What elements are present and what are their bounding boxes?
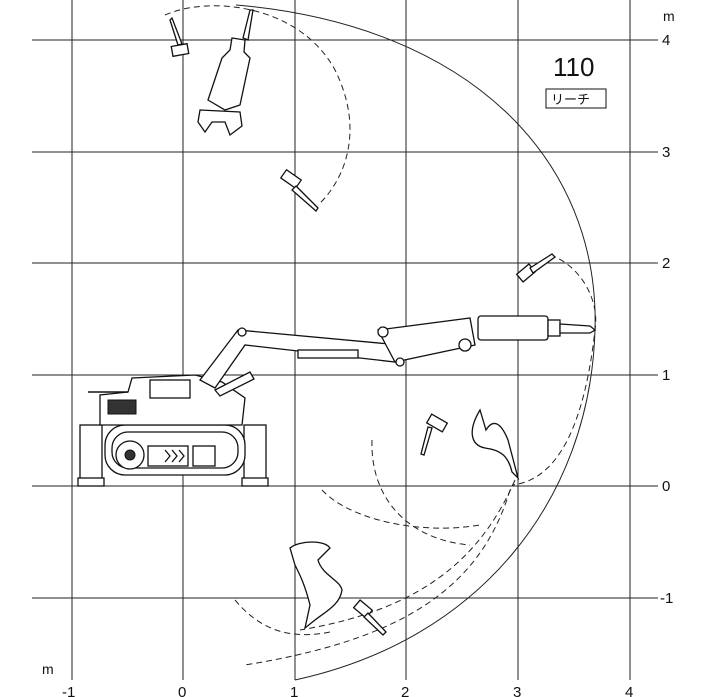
x-tick-4: 4 (625, 684, 633, 697)
x-tick-1: 1 (290, 684, 298, 697)
pivot-joint-4 (458, 338, 472, 352)
chisel-mid-lower (420, 413, 449, 456)
x-tick-2: 2 (401, 684, 409, 697)
bucket-bottom (289, 541, 343, 630)
left-outrigger-foot (77, 477, 105, 487)
bucket-right (471, 408, 520, 481)
lower-swing-envelope-2 (244, 489, 511, 666)
x-axis-labels: m -1 0 1 2 3 4 (42, 661, 633, 697)
track-frame-box (192, 445, 216, 467)
inner-envelope-2 (371, 439, 471, 546)
y-tick-1: 1 (662, 367, 670, 384)
raised-breaker-chisel (242, 9, 254, 41)
breaker-collar (547, 319, 561, 337)
pivot-joint-3 (395, 357, 405, 367)
lower-swing-envelope-1 (299, 479, 516, 631)
pivot-joint-2 (377, 326, 389, 338)
right-outrigger-foot (241, 477, 269, 487)
tool-positions (169, 9, 556, 636)
model-number: 110 (553, 52, 594, 82)
left-outrigger (79, 424, 103, 486)
pivot-joint-1 (237, 327, 247, 337)
y-tick-4: 4 (662, 32, 670, 49)
y-axis-labels: m 4 3 2 1 0 -1 (660, 8, 675, 607)
y-tick-0: 0 (662, 478, 670, 495)
x-tick-0: 0 (178, 684, 186, 697)
arm-cylinder (297, 349, 359, 359)
sprocket-hub (124, 449, 136, 461)
track-chevrons (164, 449, 185, 463)
chisel-bottom (352, 599, 387, 636)
breaker-tip-envelope (511, 254, 597, 486)
y-tick-neg1: -1 (660, 590, 673, 607)
breaker-body (477, 315, 549, 341)
boom-cylinder (213, 371, 255, 397)
y-tick-2: 2 (662, 255, 670, 272)
control-panel (149, 379, 191, 399)
cooling-grille (107, 399, 137, 415)
x-tick-3: 3 (513, 684, 521, 697)
raised-breaker-jaw (197, 109, 243, 137)
second-boom (376, 317, 476, 363)
y-tick-3: 3 (662, 144, 670, 161)
inner-envelope-3 (321, 489, 481, 529)
x-axis-unit: m (42, 661, 54, 677)
mode-label: リーチ (551, 92, 590, 107)
raised-breaker (207, 37, 251, 111)
mode-box (545, 88, 607, 109)
demolition-machine (77, 315, 597, 487)
upper-swing-envelope (164, 5, 351, 206)
chisel-mid-upper (279, 168, 319, 212)
chisel-top-left (169, 16, 190, 58)
y-axis-unit: m (663, 8, 675, 24)
right-outrigger (243, 424, 267, 486)
inner-envelope-1 (234, 599, 331, 636)
x-tick-neg1: -1 (62, 684, 75, 697)
chisel-right (515, 253, 556, 283)
breaker-chisel (559, 323, 597, 334)
model-title: 110 リーチ (545, 52, 607, 109)
main-boom (199, 329, 401, 389)
